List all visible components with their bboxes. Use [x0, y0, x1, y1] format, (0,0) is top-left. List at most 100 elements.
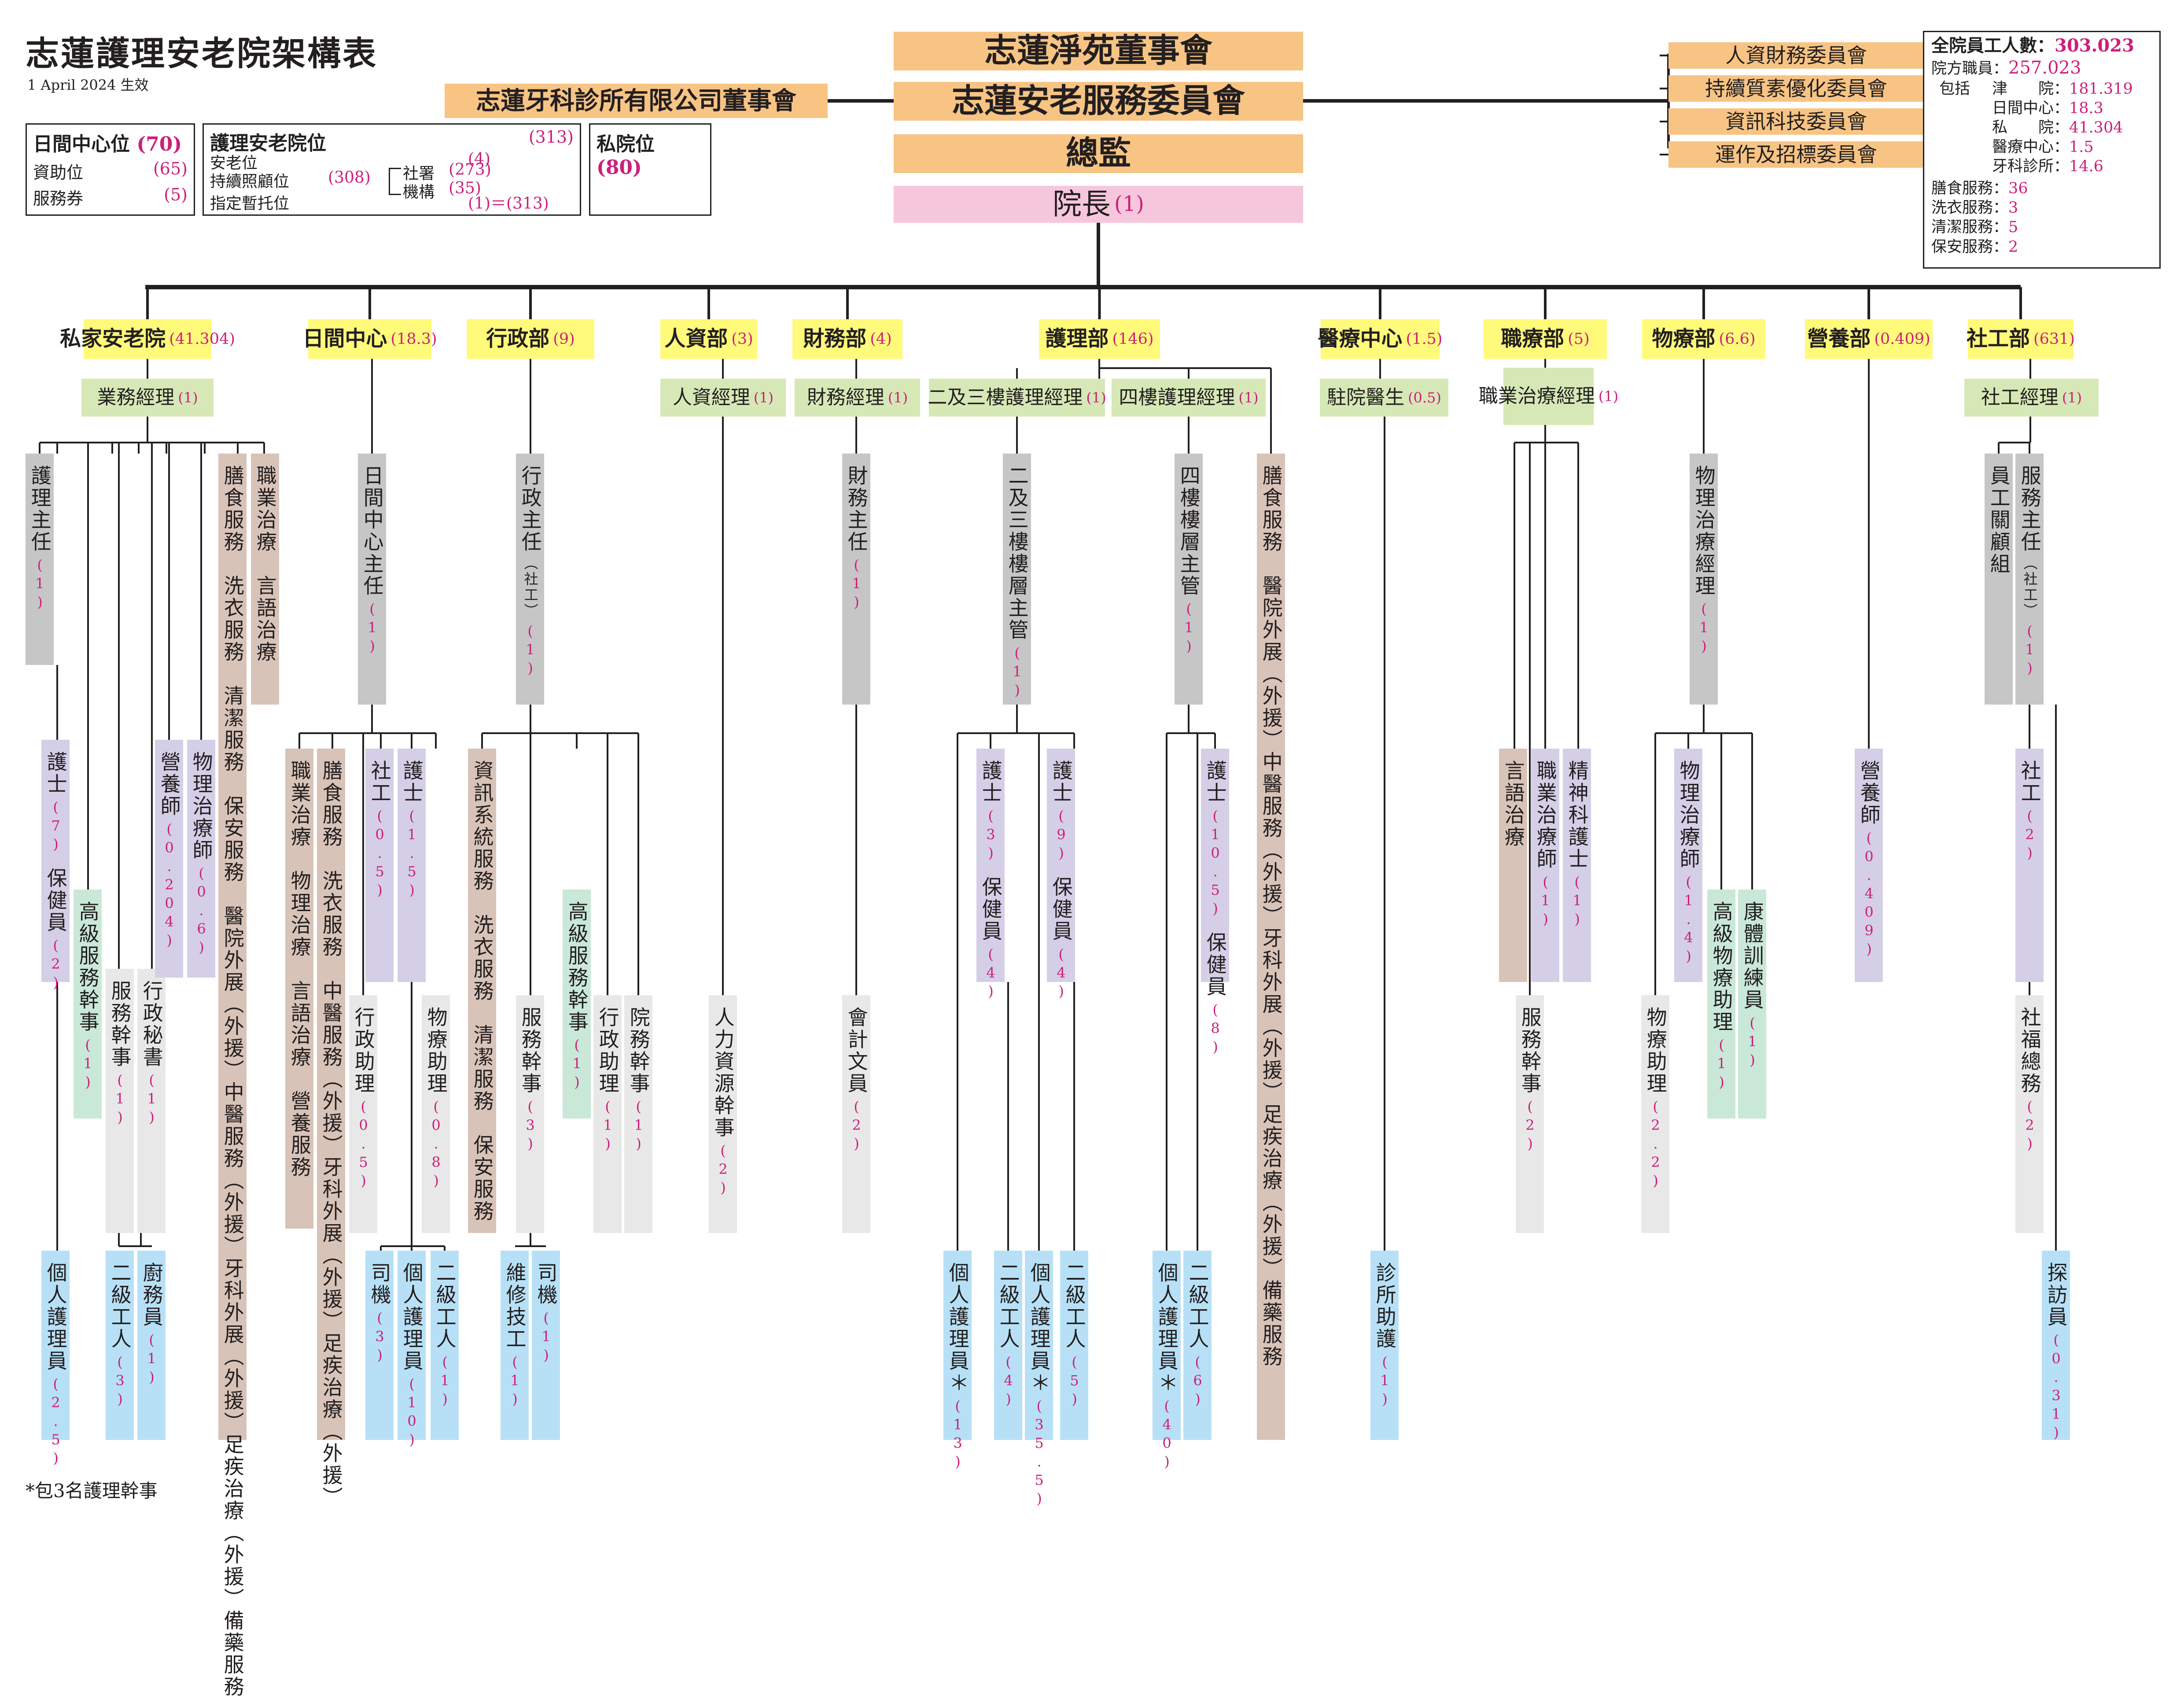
admin-driver-title: 司機 — [534, 1262, 558, 1306]
board-2: 志蓮安老服務委員會 — [894, 82, 1303, 121]
admin-service-officer-title: 服務幹事 — [518, 1007, 542, 1095]
senior-physio-asst-title: 高級物療助理 — [1709, 901, 1734, 1033]
voucher-places-label: 服務券 — [33, 189, 84, 208]
private-outsourced-services-title: 膳食服務 洗衣服務 清潔服務 保安服務 醫院外展（外援）中醫服務（外援）牙科外展… — [221, 465, 245, 1698]
board-2-label: 志蓮安老服務委員會 — [952, 82, 1245, 120]
private-places-title: 私院位 — [597, 133, 655, 155]
admin-clerk: 院務幹事(1) — [624, 995, 652, 1233]
private-service-officer-title: 服務幹事 — [108, 980, 132, 1068]
private-care-workers-count: (2.5) — [47, 1376, 64, 1468]
day-centre-admin-asst: 行政助理(0.5) — [349, 995, 377, 1233]
dept-4-count: (3) — [731, 330, 753, 348]
fitness-trainer: 康體訓練員(1) — [1738, 890, 1766, 1118]
day-centre-care-workers-count: (10) — [403, 1376, 420, 1450]
committee-1-label: 人資財務委員會 — [1725, 43, 1867, 67]
visitor-count: (0.31) — [2048, 1332, 2065, 1443]
org-staff-count: 257.023 — [2008, 58, 2081, 78]
committee-2: 持續質素優化委員會 — [1668, 75, 1924, 102]
manager-2: 人資經理(1) — [660, 379, 786, 417]
day-centre-physio-asst-title: 物療助理 — [424, 1007, 448, 1095]
occupational-therapist: 職業治療師(1) — [1531, 749, 1559, 982]
floor-2-3-nurses-a: 護士(3)保健員(4) — [976, 749, 1005, 1001]
floor-4-care-workers: 個人護理員＊(40) — [1153, 1251, 1181, 1472]
floor-4-nurses-title-2: 保健員 — [1203, 932, 1227, 998]
ot-service-officer-count: (2) — [1521, 1098, 1539, 1154]
private-physio-title: 物理治療師 — [189, 751, 214, 861]
floor-2-3-nurses-a-title: 護士 — [979, 760, 1003, 804]
private-kitchen-count: (1) — [143, 1332, 160, 1387]
manager-2-count: (1) — [753, 389, 774, 406]
floor-2-3-workmen-a-count: (4) — [1000, 1354, 1017, 1409]
bracket — [389, 168, 401, 195]
private-secretary: 行政秘書(1) — [137, 969, 166, 1233]
service-supervisor-note: （社工） — [2021, 556, 2038, 619]
dept-9-count: (6.6) — [1719, 330, 1756, 348]
includes-label: 包括 — [1939, 80, 1970, 98]
private-places-box: 私院位 (80) — [589, 123, 711, 216]
clinic-assistant: 診所助護(1) — [1370, 1251, 1399, 1440]
day-centre-nurse-title: 護士 — [400, 760, 424, 804]
dept-10-label: 營養部 — [1807, 326, 1871, 351]
floor-2-3-workmen-b: 二級工人(5) — [1060, 1251, 1088, 1440]
manager-6-label: 駐院醫生 — [1327, 386, 1405, 409]
security-label: 保安服務： — [1931, 238, 2009, 256]
dept-5: 財務部(4) — [792, 319, 902, 359]
day-centre-workmen: 二級工人(1) — [431, 1251, 459, 1440]
floor-4-supervisor: 四樓樓層主管(1) — [1175, 454, 1203, 705]
floor-2-3-supervisor-title: 二及三樓樓層主管 — [1005, 465, 1029, 641]
manager-1-count: (1) — [178, 389, 198, 406]
dept-6-count: (146) — [1112, 330, 1154, 348]
floor-4-nurses-count-2: (8) — [1207, 1001, 1224, 1057]
admin-technician-count: (1) — [506, 1354, 523, 1409]
fitness-trainer-title: 康體訓練員 — [1740, 901, 1764, 1011]
private-dietitian-title: 營養師 — [157, 751, 181, 817]
committee-2-label: 持續質素優化委員會 — [1705, 76, 1887, 100]
dept-5-label: 財務部 — [803, 326, 867, 351]
manager-3: 財務經理(1) — [795, 379, 920, 417]
day-centre-social-worker-title: 社工 — [368, 760, 392, 804]
day-places-title: 日間中心位 — [33, 133, 130, 155]
manager-4-count: (1) — [1086, 389, 1106, 406]
service-supervisor-title: 服務主任 — [2018, 465, 2042, 553]
day-centre-staff-label: 日間中心： — [1992, 99, 2070, 117]
floor-2-3-nurses-a-count-2: (4) — [982, 946, 999, 1001]
social-worker-title: 社工 — [2018, 760, 2042, 804]
psychiatric-nurse-title: 精神科護士 — [1565, 760, 1589, 870]
private-physio: 物理治療師(0.6) — [187, 740, 215, 978]
staff-summary-box: 全院員工人數：303.023 院方職員：257.023 包括津 院：181.31… — [1923, 31, 2161, 269]
floor-4-supervisor-count: (1) — [1180, 601, 1197, 656]
care-places-label: 安老位 — [210, 154, 258, 172]
voucher-places-count: (5) — [164, 185, 188, 204]
connector-lines — [39, 54, 2057, 1251]
private-therapies-title: 職業治療 言語治療 — [253, 465, 277, 663]
dept-2-label: 日間中心 — [302, 326, 387, 351]
admin-senior-officer-count: (1) — [568, 1037, 586, 1092]
day-places-total: (70) — [136, 133, 182, 155]
private-care-workers-title: 個人護理員 — [44, 1262, 68, 1372]
physio-manager-title: 物理治療經理 — [1692, 465, 1716, 597]
effective-date: 1 April 2024 生效 — [27, 77, 149, 93]
hr-officer-title: 人力資源幹事 — [711, 1007, 735, 1139]
ot-service-officer: 服務幹事(2) — [1516, 995, 1544, 1233]
private-outsourced-services: 膳食服務 洗衣服務 清潔服務 保安服務 醫院外展（外援）中醫服務（外援）牙科外展… — [218, 454, 247, 1698]
dept-7-label: 醫療中心 — [1318, 326, 1403, 351]
day-centre-physio-asst-count: (0.8) — [427, 1098, 445, 1191]
catering-count: 36 — [2008, 180, 2028, 198]
day-centre-staff-count: 18.3 — [2069, 99, 2103, 117]
dental-board: 志蓮牙科診所有限公司董事會 — [445, 84, 828, 118]
admin-technician: 維修技工(1) — [501, 1251, 529, 1440]
nursing-outsourced: 膳食服務 醫院外展（外援）中醫服務（外援）牙科外展（外援）足疾治療（外援）備藥服… — [1257, 454, 1285, 1440]
floor-2-3-nurses-b: 護士(9)保健員(4) — [1047, 749, 1075, 1001]
occupational-therapist-title: 職業治療師 — [1533, 760, 1558, 870]
nh-places-total: (313) — [528, 127, 574, 147]
floor-4-workmen: 二級工人(6) — [1183, 1251, 1212, 1440]
dept-2: 日間中心(18.3) — [302, 319, 437, 359]
dept-3: 行政部(9) — [467, 319, 594, 359]
admin-clerk-title: 院務幹事 — [626, 1007, 651, 1095]
private-kitchen-title: 廚務員 — [140, 1262, 164, 1328]
dept-6-label: 護理部 — [1045, 326, 1109, 351]
private-nursing-supervisor-title: 護理主任 — [28, 465, 52, 553]
manager-1-label: 業務經理 — [97, 386, 175, 409]
org-label: 機構 — [403, 183, 435, 201]
day-centre-workmen-count: (1) — [436, 1354, 453, 1409]
